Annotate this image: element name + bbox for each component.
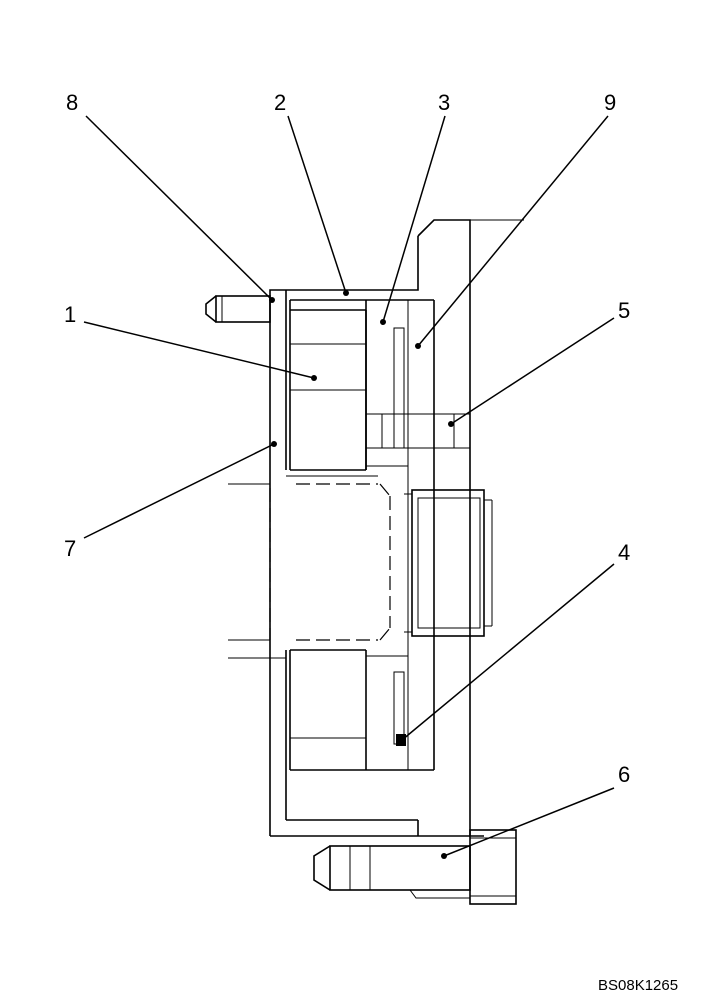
mounting-flange — [404, 219, 524, 837]
callout-6: 6 — [618, 762, 630, 787]
callout-5: 5 — [618, 298, 630, 323]
callout-2: 2 — [274, 90, 286, 115]
leader-lines — [83, 115, 615, 857]
callout-8: 8 — [66, 90, 78, 115]
bolt — [313, 829, 517, 905]
callout-9: 9 — [604, 90, 616, 115]
callout-markers — [269, 290, 454, 859]
callout-7: 7 — [64, 536, 76, 561]
housing — [269, 236, 470, 837]
callout-4: 4 — [618, 540, 630, 565]
dowel-pin — [205, 295, 271, 323]
shaft — [228, 475, 391, 659]
callout-1: 1 — [64, 302, 76, 327]
figure-reference-code: BS08K1265 — [598, 977, 678, 994]
callout-3: 3 — [438, 90, 450, 115]
